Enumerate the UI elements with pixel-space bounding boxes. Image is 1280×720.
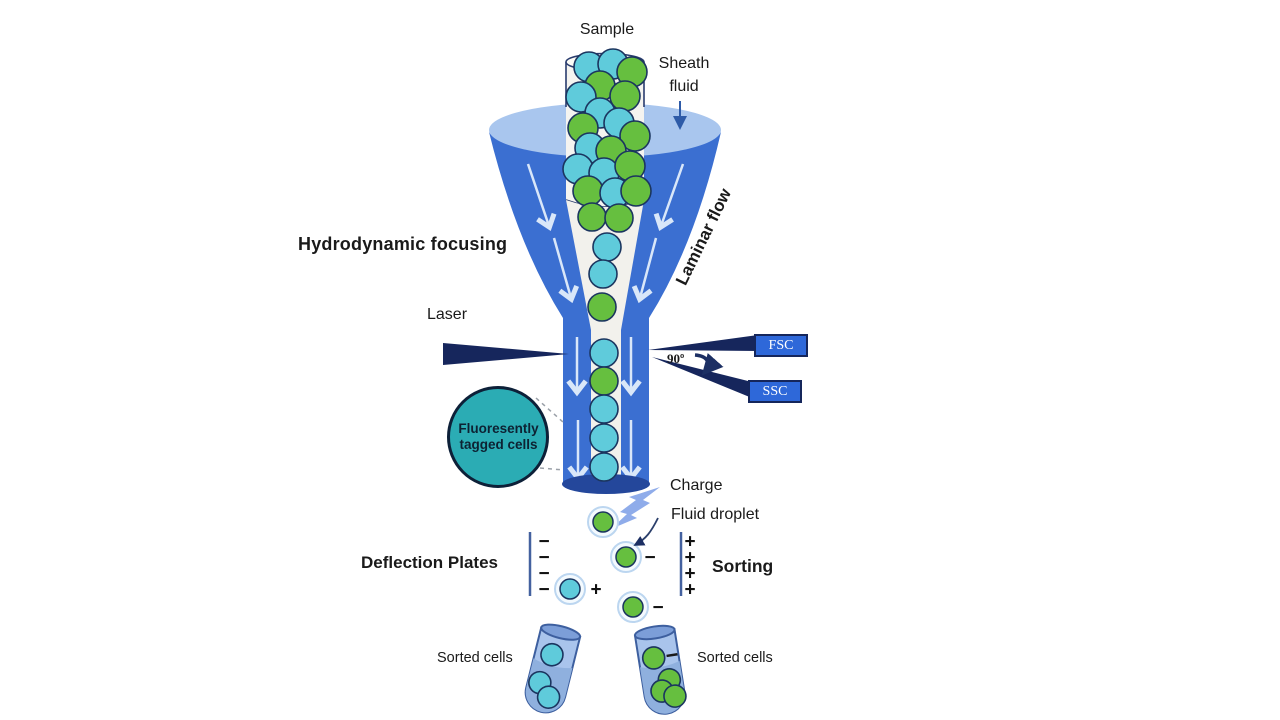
- stream-cells-layer: [577, 202, 634, 482]
- angle-90-label: 90º: [667, 351, 685, 366]
- plate-sign: −: [538, 564, 549, 585]
- cell-cyan: [536, 685, 561, 709]
- nozzle-rim: [562, 474, 650, 494]
- magnifier-circle: [447, 386, 549, 488]
- sorted-cells-right-label: Sorted cells: [697, 650, 773, 666]
- cell-cyan: [588, 259, 618, 289]
- flow-arrow-icon: [526, 163, 557, 232]
- collection-tube-left: [524, 623, 582, 714]
- plate-sign: +: [684, 532, 695, 553]
- sheath-fluid-label: Sheath fluid: [640, 52, 728, 98]
- cell-green: [619, 120, 651, 152]
- ssc-beam: [652, 357, 752, 398]
- charge-label: Charge: [670, 477, 723, 494]
- cell-green: [641, 646, 666, 670]
- plate-sign: +: [684, 548, 695, 569]
- plate-sign: +: [684, 580, 695, 601]
- cell-cyan: [589, 338, 619, 368]
- charge-sign: −: [644, 548, 655, 569]
- magnifier-dash-line: [535, 397, 564, 423]
- charge-sign: +: [590, 580, 601, 601]
- magnifier-line1: Fluoresently: [458, 421, 539, 436]
- droplet-cell-green: [615, 546, 637, 568]
- plate-sign: −: [538, 532, 549, 553]
- tube-left-cells-layer: [528, 642, 564, 709]
- tube-opening: [540, 623, 582, 641]
- cell-green: [572, 175, 604, 207]
- cell-green: [663, 684, 687, 708]
- charge-lightning-icon: [611, 487, 660, 529]
- flow-arrow-icon: [631, 237, 658, 304]
- sorting-label: Sorting: [712, 556, 774, 576]
- tube-right-cells-layer: [641, 646, 687, 708]
- cell-green: [589, 366, 619, 396]
- plate-sign: +: [684, 564, 695, 585]
- droplets-layer: − + −: [554, 506, 664, 623]
- rotation-arrow-icon: [694, 352, 724, 376]
- plate-sign: −: [538, 548, 549, 569]
- fsc-beam: [648, 335, 758, 351]
- cell-green: [587, 292, 617, 322]
- droplet-cell-cyan: [559, 578, 581, 600]
- sheath-fluid-line1: Sheath: [658, 55, 710, 72]
- droplet-cell-green: [622, 596, 644, 618]
- cell-cyan: [540, 642, 564, 667]
- sorted-cells-left-label: Sorted cells: [437, 650, 513, 666]
- cell-green: [609, 80, 641, 112]
- cell-cyan: [589, 452, 619, 482]
- hydrodynamic-focusing-label: Hydrodynamic focusing: [298, 234, 508, 254]
- laser-label: Laser: [427, 306, 468, 323]
- cell-green: [604, 203, 634, 233]
- flow-arrows: [526, 163, 685, 483]
- fluid-droplet-label: Fluid droplet: [671, 506, 760, 523]
- cell-green: [620, 175, 652, 207]
- magnifier-label: Fluoresently tagged cells: [450, 421, 547, 453]
- cell-cyan: [589, 394, 619, 424]
- flow-arrow-icon: [653, 163, 685, 232]
- fluid-droplet-arrow-icon: [633, 517, 659, 546]
- droplet-cell-green: [592, 511, 614, 533]
- minus-dash: [666, 652, 678, 658]
- magnifier-dash-line: [539, 467, 565, 471]
- flow-arrow-icon: [552, 237, 580, 304]
- plate-sign: −: [538, 580, 549, 601]
- fsc-detector-badge: FSC: [754, 334, 808, 357]
- cell-green: [577, 202, 607, 232]
- cell-cyan: [592, 232, 622, 262]
- magnifier-line2: tagged cells: [459, 437, 538, 452]
- laser-beam: [443, 343, 569, 365]
- tube-opening: [633, 624, 676, 641]
- sheath-fluid-line2: fluid: [669, 78, 699, 95]
- charge-sign: −: [652, 598, 663, 619]
- sample-label: Sample: [579, 21, 635, 38]
- plate-signs-layer: −−−−++++: [538, 532, 695, 601]
- sample-cells-layer: [562, 48, 652, 209]
- deflection-plates-label: Deflection Plates: [361, 553, 498, 572]
- ssc-detector-badge: SSC: [748, 380, 802, 403]
- cell-cyan: [589, 423, 619, 453]
- collection-tube-right: [633, 624, 687, 715]
